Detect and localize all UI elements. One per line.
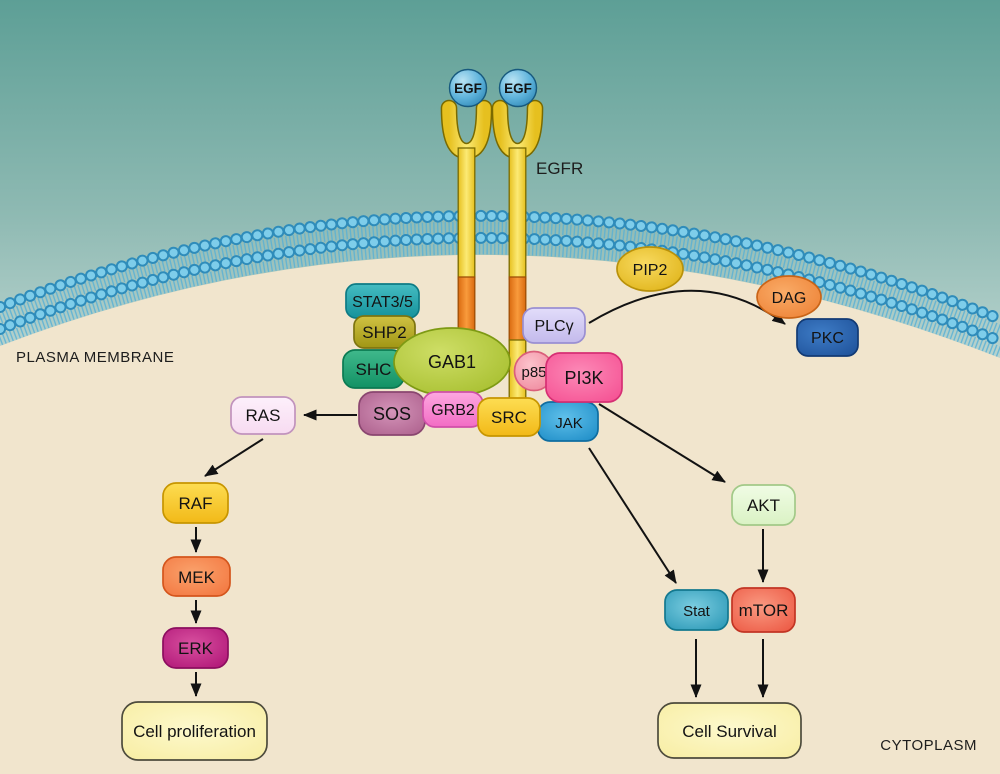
stat-label: Stat [683, 603, 711, 620]
node-mek: MEK [162, 556, 231, 597]
sos-label: SOS [373, 404, 411, 424]
lipid-head-row-top [0, 209, 1000, 325]
node-raf: RAF [162, 482, 229, 524]
receptor-complex: STAT3/5 SHP2 SHC p85 GAB1 SOS GRB2 JAK [342, 283, 623, 442]
akt-label: AKT [747, 496, 780, 515]
node-p85: p85 [513, 350, 555, 392]
egf-left-label: EGF [454, 81, 482, 96]
egf-ligand-right: EGF [498, 68, 538, 108]
mtor-label: mTOR [739, 601, 789, 620]
node-pkc: PKC [796, 318, 859, 357]
grb2-label: GRB2 [431, 402, 475, 419]
mek-label: MEK [178, 568, 216, 587]
egf-ligand-left: EGF [448, 68, 488, 108]
p85-label: p85 [521, 364, 546, 381]
erk-label: ERK [178, 639, 214, 658]
node-stat35: STAT3/5 [345, 283, 420, 319]
plasma-membrane-label: PLASMA MEMBRANE [16, 349, 174, 366]
receptor-stem-left [457, 147, 476, 280]
cell-proliferation-label: Cell proliferation [133, 722, 256, 741]
pkc-label: PKC [811, 330, 844, 347]
node-jak: JAK [537, 401, 599, 442]
node-grb2: GRB2 [422, 391, 484, 428]
pip2-label: PIP2 [633, 262, 668, 279]
node-cell-survival: Cell Survival [657, 702, 802, 759]
plcg-label: PLCγ [534, 318, 573, 335]
shc-label: SHC [356, 360, 392, 379]
cell-survival-label: Cell Survival [682, 722, 776, 741]
node-shp2: SHP2 [353, 315, 416, 349]
node-shc: SHC [342, 349, 405, 389]
node-src: SRC [477, 397, 541, 437]
cytoplasm-label: CYTOPLASM [880, 737, 977, 754]
dag-label: DAG [772, 290, 807, 307]
arrow-pi3k-akt [598, 403, 726, 483]
node-akt: AKT [731, 484, 796, 526]
shp2-label: SHP2 [362, 323, 406, 342]
jak-label: JAK [555, 415, 583, 432]
raf-label: RAF [179, 494, 213, 513]
node-cell-proliferation: Cell proliferation [121, 701, 268, 761]
arrow-ras-raf [204, 438, 264, 477]
node-dag: DAG [756, 275, 822, 319]
node-gab1: GAB1 [393, 327, 511, 397]
pi3k-label: PI3K [564, 368, 603, 388]
node-ras: RAS [230, 396, 296, 435]
node-mtor: mTOR [731, 587, 796, 633]
plasma-membrane [0, 209, 1000, 358]
node-pip2: PIP2 [616, 246, 684, 292]
receptor-stem-right [508, 147, 527, 280]
node-stat: Stat [664, 589, 729, 631]
gab1-label: GAB1 [428, 352, 476, 372]
node-erk: ERK [162, 627, 229, 669]
lipid-head-row-inner [0, 231, 1000, 347]
arrow-jak-stat [588, 447, 677, 584]
node-pi3k: PI3K [545, 352, 623, 403]
src-label: SRC [491, 408, 527, 427]
egfr-label: EGFR [536, 159, 583, 178]
stat35-label: STAT3/5 [352, 294, 413, 311]
ras-label: RAS [246, 406, 281, 425]
node-sos: SOS [358, 391, 426, 436]
cytoplasm-background [0, 254, 1000, 774]
egf-right-label: EGF [504, 81, 532, 96]
node-plcg: PLCγ [522, 307, 586, 344]
